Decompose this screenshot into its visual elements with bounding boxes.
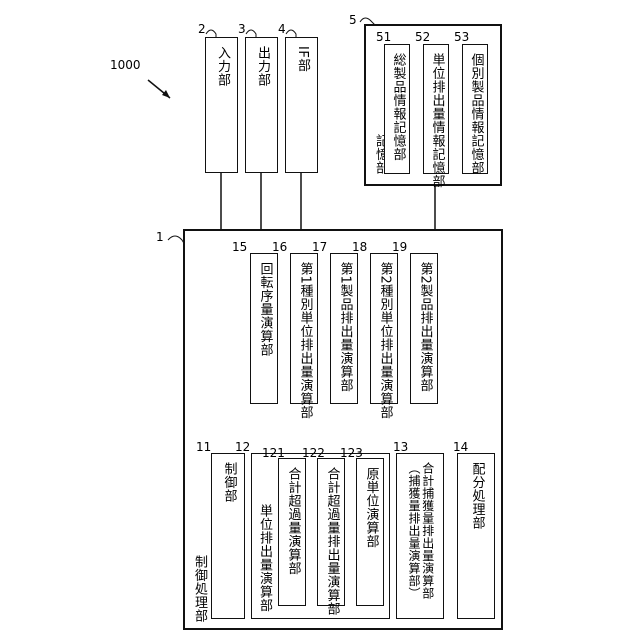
type2-unit-emission-calc-label: 第2種別単位排出量演算部 (377, 262, 392, 419)
total-capture-calc-label: 合計捕獲量排出量演算部 （捕獲量排出量演算部） (406, 462, 434, 600)
interface-unit-label: IF部 (294, 46, 309, 72)
controller: 制御部 (211, 453, 245, 619)
allocation-ref: 14 (453, 440, 468, 454)
interface-unit: IF部 (285, 37, 318, 173)
storage-unit-ref: 5 (349, 13, 357, 27)
individual-product-info-storage-ref: 53 (454, 30, 469, 44)
total-capture-calc-ref: 13 (393, 440, 408, 454)
total-excess-emission-calc: 合計超過量排出量演算部 (317, 458, 345, 606)
controller-label: 制御部 (221, 462, 236, 503)
control-unit-ref: 1 (156, 230, 164, 244)
unit-emission-info-storage: 単位排出量情報記憶部 (423, 44, 449, 174)
total-product-info-storage-ref: 51 (376, 30, 391, 44)
interface-unit-ref: 4 (278, 22, 286, 36)
allocation-processing: 配分処理部 (457, 453, 495, 619)
output-unit: 出力部 (245, 37, 278, 173)
product1-emission-calc: 第1製品排出量演算部 (330, 253, 358, 404)
type1-unit-emission-calc-label: 第1種別単位排出量演算部 (297, 262, 312, 419)
input-unit-label: 入力部 (214, 46, 229, 87)
total-product-info-storage-label: 総製品情報記憶部 (390, 53, 405, 161)
rotation-calc-ref: 15 (232, 240, 247, 254)
input-unit-ref: 2 (198, 22, 206, 36)
individual-product-info-storage: 個別製品情報記憶部 (462, 44, 488, 174)
product1-emission-calc-ref: 17 (312, 240, 327, 254)
input-unit: 入力部 (205, 37, 238, 173)
product2-emission-calc: 第2製品排出量演算部 (410, 253, 438, 404)
unit-emission-calc-ref: 12 (235, 440, 250, 454)
product1-emission-calc-label: 第1製品排出量演算部 (337, 262, 352, 392)
total-capture-calc: 合計捕獲量排出量演算部 （捕獲量排出量演算部） (396, 453, 444, 619)
type2-unit-emission-calc-ref: 18 (352, 240, 367, 254)
base-unit-calc-label: 原単位演算部 (363, 467, 378, 548)
unit-emission-info-storage-label: 単位排出量情報記憶部 (429, 53, 444, 188)
system-ref-label: 1000 (110, 58, 141, 72)
total-excess-emission-calc-label: 合計超過量排出量演算部 (324, 467, 339, 616)
individual-product-info-storage-label: 個別製品情報記憶部 (468, 53, 483, 175)
type1-unit-emission-calc: 第1種別単位排出量演算部 (290, 253, 318, 404)
controller-ref: 11 (196, 440, 211, 454)
product2-emission-calc-label: 第2製品排出量演算部 (417, 262, 432, 392)
total-product-info-storage: 総製品情報記憶部 (384, 44, 410, 174)
rotation-calc-label: 回転序量演算部 (257, 262, 272, 357)
total-excess-calc-label: 合計超過量演算部 (285, 467, 300, 575)
control-processing-unit-label: 制御処理部 (191, 555, 206, 623)
rotation-calc: 回転序量演算部 (250, 253, 278, 404)
type2-unit-emission-calc: 第2種別単位排出量演算部 (370, 253, 398, 404)
output-unit-ref: 3 (238, 22, 246, 36)
unit-emission-info-storage-ref: 52 (415, 30, 430, 44)
product2-emission-calc-ref: 19 (392, 240, 407, 254)
total-excess-calc: 合計超過量演算部 (278, 458, 306, 606)
output-unit-label: 出力部 (254, 46, 269, 87)
unit-emission-calc-label: 単位排出量演算部 (256, 504, 271, 612)
allocation-processing-label: 配分処理部 (469, 462, 484, 530)
base-unit-calc: 原単位演算部 (356, 458, 384, 606)
type1-unit-emission-calc-ref: 16 (272, 240, 287, 254)
